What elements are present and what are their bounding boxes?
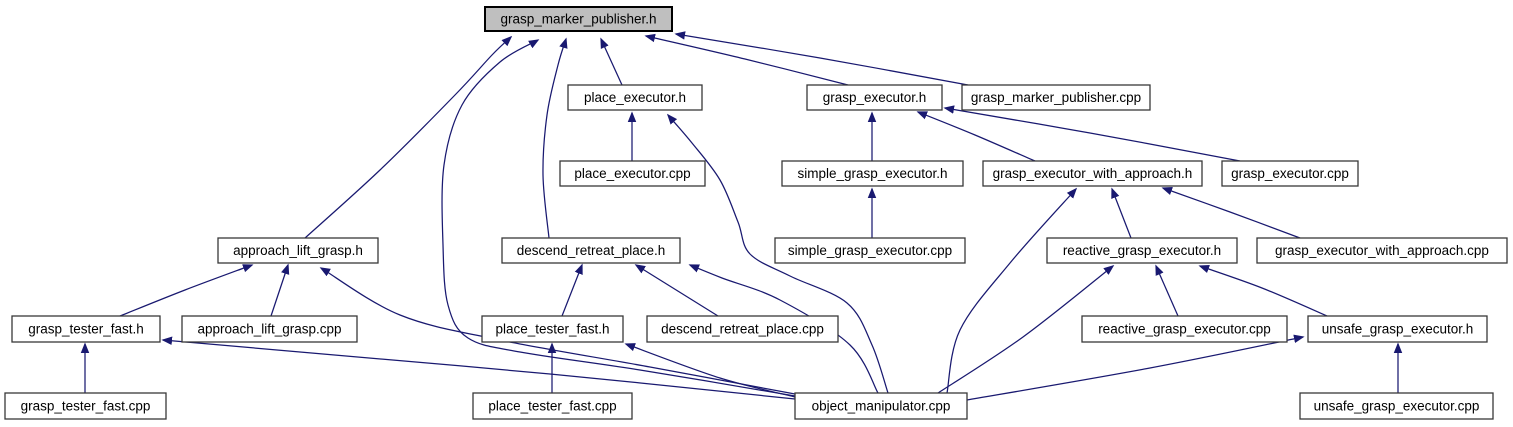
node-grasp-executor-cpp[interactable]: grasp_executor.cpp	[1221, 160, 1359, 187]
node-unsafe-grasp-executor-h[interactable]: unsafe_grasp_executor.h	[1307, 315, 1488, 343]
node-place-executor-h[interactable]: place_executor.h	[567, 84, 703, 111]
node-box[interactable]	[774, 237, 966, 264]
node-box[interactable]	[501, 237, 681, 264]
edge-om_cpp-to-gmp_h	[441, 39, 796, 397]
edge-gewa_cpp-to-gewa_h	[1161, 187, 1301, 239]
node-grasp-tester-fast-h[interactable]: grasp_tester_fast.h	[11, 315, 161, 343]
node-object-manipulator-cpp[interactable]: object_manipulator.cpp	[794, 392, 968, 420]
edge-place_executor_h-to-gmp_h	[600, 37, 623, 86]
node-box[interactable]	[559, 160, 706, 187]
node-grasp-executor-h[interactable]: grasp_executor.h	[806, 84, 943, 111]
node-label: grasp_marker_publisher.cpp	[971, 90, 1141, 105]
node-box[interactable]	[11, 315, 161, 343]
edge-gmp_cpp-to-gmp_h	[674, 31, 969, 86]
node-label: grasp_marker_publisher.h	[500, 12, 656, 27]
edge-om_cpp-to-gewa_h	[946, 187, 1078, 394]
edge-descend_h-to-gmp_h	[542, 37, 568, 239]
edge-drp_cpp-to-descend_h	[634, 264, 719, 317]
node-box[interactable]	[217, 237, 379, 264]
node-label: place_tester_fast.cpp	[488, 399, 616, 414]
node-box[interactable]	[472, 392, 633, 420]
edge-om_cpp-to-approach_h	[319, 267, 796, 395]
node-descend-retreat-place-h[interactable]: descend_retreat_place.h	[501, 237, 681, 264]
node-label: grasp_executor.cpp	[1231, 166, 1349, 181]
edge-gewa_h-to-grasp_executor_h	[916, 111, 1036, 162]
node-box[interactable]	[1307, 315, 1488, 343]
node-box[interactable]	[646, 315, 839, 343]
edge-om_cpp-to-descend_h	[688, 264, 879, 394]
node-box[interactable]	[1299, 392, 1494, 420]
edge-approach_h-to-gmp_h	[304, 35, 513, 239]
node-label: grasp_executor_with_approach.h	[993, 166, 1193, 181]
edge-om_cpp-to-unsafe_h	[966, 334, 1305, 401]
node-label: grasp_executor_with_approach.cpp	[1275, 243, 1489, 258]
edge-om_cpp-to-ptf_h	[624, 343, 796, 398]
node-approach-lift-grasp-cpp[interactable]: approach_lift_grasp.cpp	[181, 315, 358, 343]
node-simple-grasp-executor-cpp[interactable]: simple_grasp_executor.cpp	[774, 237, 966, 264]
node-reactive-grasp-executor-h[interactable]: reactive_grasp_executor.h	[1046, 237, 1238, 264]
node-grasp-marker-publisher-cpp[interactable]: grasp_marker_publisher.cpp	[961, 84, 1151, 111]
node-box	[484, 6, 673, 32]
node-label: simple_grasp_executor.h	[797, 166, 947, 181]
edge-reactive_h-to-gewa_h	[1111, 187, 1132, 239]
node-place-executor-cpp[interactable]: place_executor.cpp	[559, 160, 706, 187]
node-label: object_manipulator.cpp	[812, 399, 951, 414]
node-label: grasp_executor.h	[823, 90, 927, 105]
node-box[interactable]	[4, 392, 167, 420]
node-label: unsafe_grasp_executor.h	[1322, 322, 1474, 337]
node-box[interactable]	[1221, 160, 1359, 187]
nodes-layer: grasp_marker_publisher.h place_executor.h…	[4, 6, 1508, 420]
node-box[interactable]	[794, 392, 968, 420]
edge-om_cpp-to-reactive_h	[937, 265, 1115, 394]
node-label: grasp_tester_fast.h	[28, 322, 144, 337]
edge-ge_cpp-to-grasp_executor_h	[943, 105, 1241, 162]
node-grasp-executor-with-approach-h[interactable]: grasp_executor_with_approach.h	[982, 160, 1203, 187]
node-grasp-tester-fast-cpp[interactable]: grasp_tester_fast.cpp	[4, 392, 167, 420]
node-place-tester-fast-h[interactable]: place_tester_fast.h	[481, 315, 624, 343]
node-label: place_tester_fast.h	[495, 322, 609, 337]
edge-reactive_cpp-to-reactive_h	[1155, 264, 1179, 317]
node-label: grasp_tester_fast.cpp	[21, 399, 151, 414]
node-simple-grasp-executor-h[interactable]: simple_grasp_executor.h	[781, 160, 964, 187]
node-box[interactable]	[1046, 237, 1238, 264]
node-label: simple_grasp_executor.cpp	[788, 243, 952, 258]
node-box[interactable]	[961, 84, 1151, 111]
edge-grasp_executor_h-to-gmp_h	[644, 33, 849, 86]
node-reactive-grasp-executor-cpp[interactable]: reactive_grasp_executor.cpp	[1081, 315, 1288, 343]
node-approach-lift-grasp-h[interactable]: approach_lift_grasp.h	[217, 237, 379, 264]
node-box[interactable]	[1081, 315, 1288, 343]
node-box[interactable]	[481, 315, 624, 343]
node-place-tester-fast-cpp[interactable]: place_tester_fast.cpp	[472, 392, 633, 420]
edge-om_cpp-to-place_executor_h	[666, 113, 889, 394]
edge-unsafe_h-to-reactive_h	[1198, 265, 1328, 317]
node-grasp-marker-publisher-h: grasp_marker_publisher.h	[484, 6, 673, 32]
edge-alg_cpp-to-approach_h	[270, 263, 290, 317]
node-unsafe-grasp-executor-cpp[interactable]: unsafe_grasp_executor.cpp	[1299, 392, 1494, 420]
node-label: unsafe_grasp_executor.cpp	[1314, 399, 1480, 414]
node-grasp-executor-with-approach-cpp[interactable]: grasp_executor_with_approach.cpp	[1256, 237, 1508, 264]
edge-om_cpp-to-gtf_h	[161, 336, 796, 400]
edge-gtf_h-to-approach_h	[119, 264, 254, 317]
edges-layer	[80, 31, 1403, 401]
node-label: place_executor.cpp	[574, 166, 690, 181]
node-descend-retreat-place-cpp[interactable]: descend_retreat_place.cpp	[646, 315, 839, 343]
node-label: descend_retreat_place.cpp	[661, 322, 824, 337]
node-box[interactable]	[806, 84, 943, 111]
node-box[interactable]	[982, 160, 1203, 187]
node-label: approach_lift_grasp.h	[233, 243, 363, 258]
node-label: reactive_grasp_executor.h	[1063, 243, 1221, 258]
node-box[interactable]	[1256, 237, 1508, 264]
node-label: reactive_grasp_executor.cpp	[1098, 322, 1271, 337]
node-box[interactable]	[567, 84, 703, 111]
edge-ptf_h-to-descend_h	[561, 263, 583, 317]
node-box[interactable]	[181, 315, 358, 343]
node-label: descend_retreat_place.h	[517, 243, 666, 258]
node-label: approach_lift_grasp.cpp	[197, 322, 341, 337]
node-label: place_executor.h	[584, 90, 686, 105]
node-box[interactable]	[781, 160, 964, 187]
